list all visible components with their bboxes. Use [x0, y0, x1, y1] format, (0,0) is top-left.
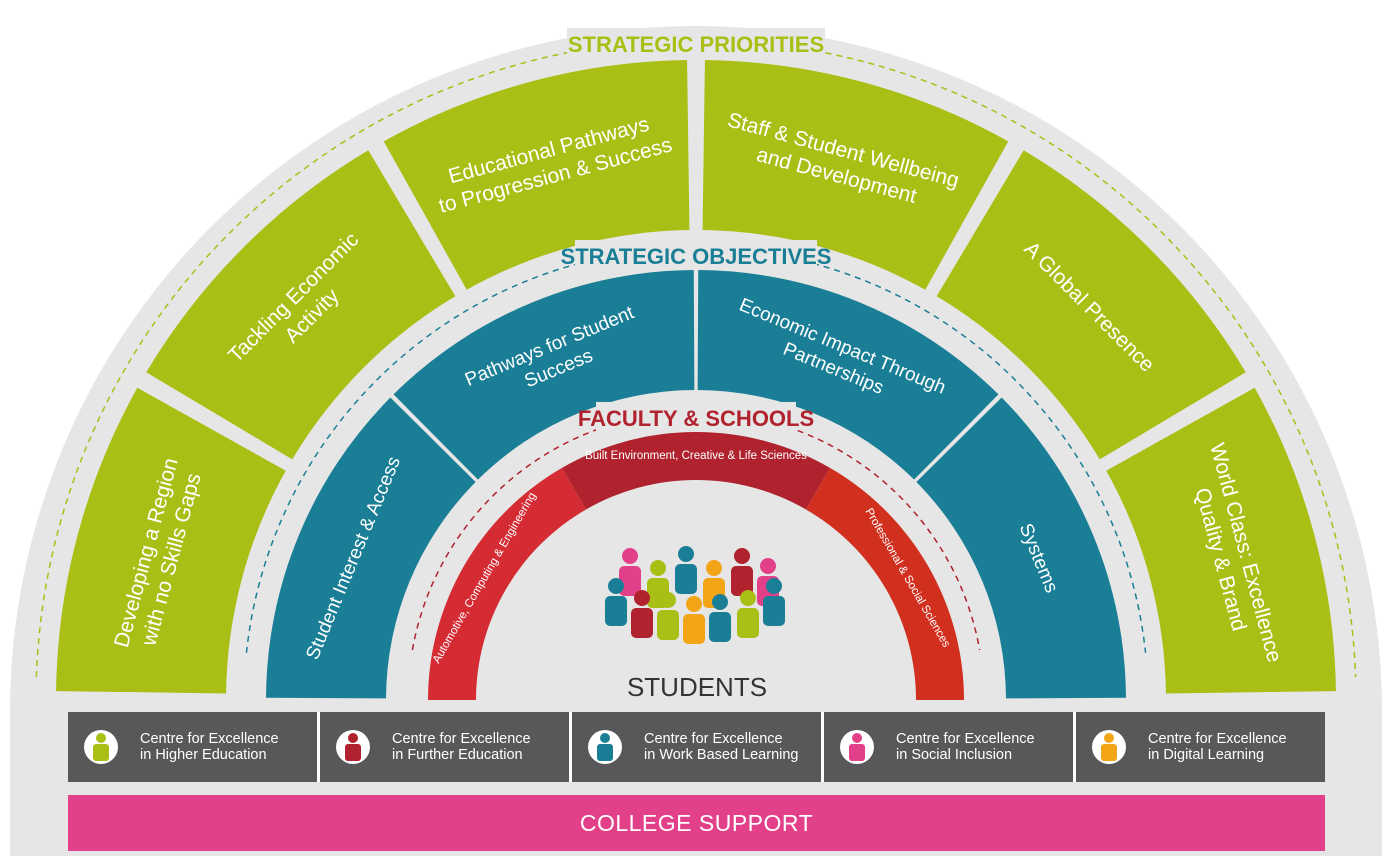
centre-line2: in Digital Learning — [1148, 747, 1265, 763]
priority-segment-shape — [146, 150, 456, 460]
faculty-segment-shape — [806, 467, 964, 700]
students-label: STUDENTS — [626, 672, 768, 702]
centre-work-based-learning: Centre for Excellence in Work Based Lear… — [572, 712, 821, 782]
strategic-priorities-title: STRATEGIC PRIORITIES — [568, 32, 824, 57]
strategic-objectives-title-mask — [575, 240, 817, 270]
student-figure — [605, 578, 627, 626]
student-figure — [763, 578, 785, 626]
priority-segment-shape — [383, 60, 690, 290]
objective-segment-shape — [266, 397, 476, 699]
student-figure — [675, 546, 697, 594]
centre-line1: Centre for Excellence — [644, 731, 783, 747]
centre-line1: Centre for Excellence — [392, 731, 531, 747]
person-icon — [84, 730, 118, 764]
faculty-schools-title-mask — [596, 402, 796, 432]
faculty-segment: Built Environment, Creative & Life Scien… — [562, 431, 830, 510]
centre-line1: Centre for Excellence — [140, 731, 279, 747]
students-people-icon — [605, 546, 785, 644]
centre-line2: in Work Based Learning — [644, 747, 799, 763]
person-icon — [1092, 730, 1126, 764]
student-figure — [619, 548, 641, 596]
centre-line2: in Further Education — [392, 747, 523, 763]
centre-line2: in Higher Education — [140, 747, 267, 763]
centre-line2: in Social Inclusion — [896, 747, 1013, 763]
centre-line1: Centre for Excellence — [1148, 731, 1287, 747]
priority-segment-shape — [702, 60, 1009, 290]
objective-segment-shape — [393, 270, 695, 480]
objective-segment-shape — [916, 397, 1126, 699]
centre-social-inclusion: Centre for Excellence in Social Inclusio… — [824, 712, 1073, 782]
objective-segment: Systems — [916, 397, 1126, 699]
centre-line1: Centre for Excellence — [896, 731, 1035, 747]
faculty-segment-shape — [562, 431, 830, 510]
student-figure — [731, 548, 753, 596]
student-figure — [657, 592, 679, 640]
objective-segment-shape — [697, 270, 999, 480]
priority-segment-shape — [56, 387, 286, 694]
priority-segment: A Global Presence — [936, 150, 1246, 460]
faculty-schools-title: FACULTY & SCHOOLS — [578, 406, 814, 431]
person-icon — [336, 730, 370, 764]
faculty-segment-shape — [428, 467, 586, 700]
student-figure — [683, 596, 705, 644]
centres-of-excellence-bar: Centre for Excellence in Higher Educatio… — [68, 712, 1325, 782]
student-figure — [709, 594, 731, 642]
centre-higher-education: Centre for Excellence in Higher Educatio… — [68, 712, 317, 782]
person-icon — [588, 730, 622, 764]
college-support-bar: COLLEGE SUPPORT — [68, 795, 1325, 851]
person-icon — [840, 730, 874, 764]
centre-digital-learning: Centre for Excellence in Digital Learnin… — [1076, 712, 1325, 782]
student-figure — [737, 590, 759, 638]
priority-segment-shape — [936, 150, 1246, 460]
centre-further-education: Centre for Excellence in Further Educati… — [320, 712, 569, 782]
priority-segment-shape — [1106, 387, 1336, 694]
strategic-objectives-title: STRATEGIC OBJECTIVES — [561, 244, 832, 269]
student-figure — [631, 590, 653, 638]
strategic-priorities-title-mask — [567, 28, 825, 58]
faculty-label: Built Environment, Creative & Life Scien… — [585, 450, 807, 462]
